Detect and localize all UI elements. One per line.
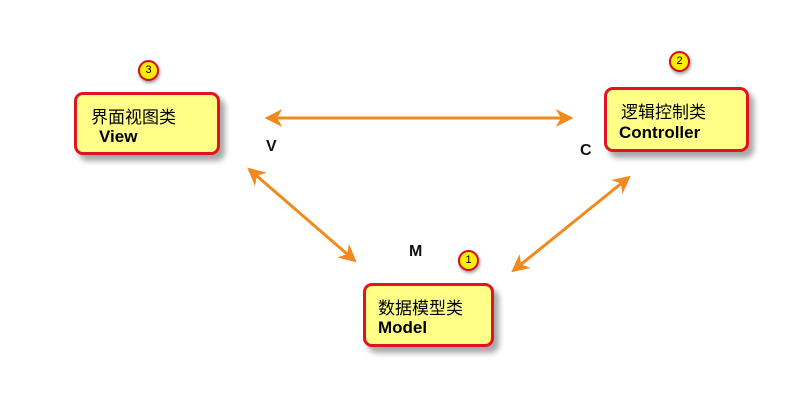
- view-title-cn: 界面视图类: [91, 108, 176, 128]
- model-title-cn: 数据模型类: [378, 299, 463, 319]
- model-letter: M: [409, 243, 423, 260]
- model-title-en: Model: [378, 318, 428, 337]
- controller-title-en: Controller: [619, 123, 701, 142]
- view-title-en: View: [99, 127, 138, 146]
- view-badge: 3: [138, 60, 159, 81]
- controller-model-arrow: [511, 175, 631, 273]
- controller-title-cn: 逻辑控制类: [621, 103, 706, 123]
- controller-box: 逻辑控制类 Controller: [604, 87, 749, 152]
- view-model-arrow: [247, 167, 357, 263]
- controller-letter: C: [580, 142, 592, 159]
- model-box: 数据模型类 Model: [363, 283, 494, 347]
- view-box: 界面视图类 View: [74, 92, 220, 155]
- controller-badge: 2: [669, 51, 690, 72]
- view-letter: V: [266, 138, 277, 155]
- model-badge: 1: [458, 250, 479, 271]
